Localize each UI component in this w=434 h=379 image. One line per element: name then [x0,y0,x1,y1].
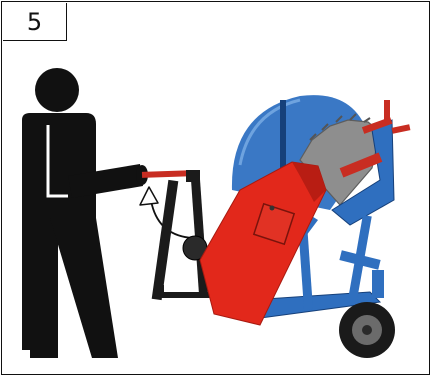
pull-handle [142,170,200,182]
log-saw-machine [142,95,411,358]
wheel [339,302,395,358]
person-pulling-icon [22,68,148,358]
